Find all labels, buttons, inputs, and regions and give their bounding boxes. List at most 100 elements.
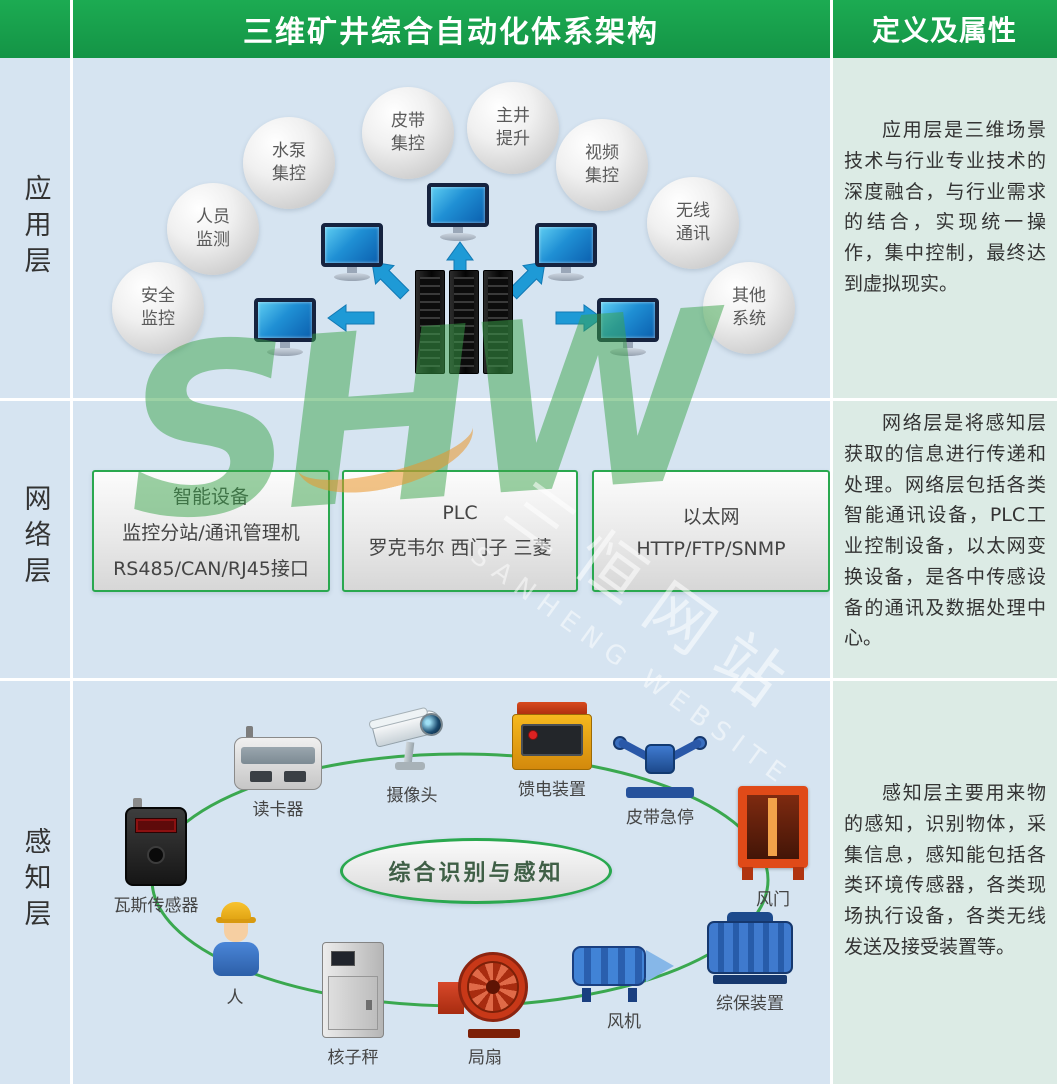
gas-sensor-grille [147, 846, 165, 864]
protection-top [727, 912, 773, 923]
bubble-label: 人员监测 [195, 207, 230, 250]
net-box-line: 智能设备 [172, 485, 249, 508]
card-reader-antenna [246, 726, 253, 739]
device-person: 人 [200, 902, 270, 1008]
separator-row1 [0, 398, 1057, 401]
net-box-line: RS485/CAN/RJ45接口 [113, 557, 309, 580]
device-card-reader: 读卡器 [228, 726, 328, 820]
camera-mount [403, 741, 415, 765]
bubble-label: 皮带集控 [390, 111, 425, 154]
device-label: 风门 [756, 890, 790, 910]
net-box-line: 罗克韦尔 西门子 三菱 [368, 537, 552, 559]
card-reader-slot [284, 771, 306, 782]
nuclear-scale-display [331, 951, 355, 966]
monitor-stand [623, 342, 633, 348]
separator-row2 [0, 678, 1057, 681]
description-network-layer: 网络层是将感知层获取的信息进行传递和处理。网络层包括各类智能通讯设备，PLC工业… [844, 412, 1046, 650]
bubble-main-shaft-hoist: 主井提升 [467, 82, 559, 174]
fan-body [572, 946, 646, 986]
fan-leg [582, 988, 591, 1002]
bubble-label: 其他系统 [731, 286, 766, 329]
power-feed-panel [521, 724, 583, 756]
description-application-layer: 应用层是三维场景技术与行业专业技术的深度融合，与行业需求的结合，实现统一操作，集… [844, 119, 1046, 295]
device-nuclear-scale: 核子秤 [314, 942, 392, 1068]
monitor-base [610, 348, 646, 356]
monitor-icon [321, 223, 383, 281]
bubble-label: 无线通讯 [675, 201, 710, 244]
arrow-left-icon [327, 304, 375, 332]
monitor-screen [535, 223, 597, 267]
device-fan: 风机 [566, 940, 682, 1032]
label-application-layer: 应用层 [19, 174, 51, 282]
arrow-right-icon [555, 304, 603, 332]
monitor-stand [347, 267, 357, 273]
person-body [213, 942, 259, 976]
protection-base [713, 975, 787, 984]
monitor-icon [254, 298, 316, 356]
definitions-panel [832, 58, 1057, 1084]
device-label: 馈电装置 [518, 780, 586, 800]
air-door-leg [742, 867, 753, 880]
arrow-up-left-icon [371, 261, 410, 300]
power-feed-button [528, 730, 538, 740]
monitor-stand [280, 342, 290, 348]
net-box-line: PLC [442, 502, 478, 524]
bubble-other-systems: 其他系统 [703, 262, 795, 354]
device-label: 局扇 [468, 1048, 502, 1068]
perception-center-label: 综合识别与感知 [388, 861, 564, 886]
camera-icon [365, 700, 459, 776]
description-perception-layer: 感知层主要用来物的感知，识别物体，采集信息，感知能包括各类环境传感器，各类现场执… [844, 782, 1046, 958]
label-perception-layer: 感知层 [19, 827, 51, 935]
perception-center-ellipse: 综合识别与感知 [340, 838, 612, 904]
local-fan-hub [486, 980, 500, 994]
device-belt-stop: 皮带急停 [608, 732, 712, 828]
device-gas-sensor: 瓦斯传感器 [100, 798, 212, 916]
network-box-ethernet: 以太网 HTTP/FTP/SNMP [592, 470, 830, 592]
monitor-screen [321, 223, 383, 267]
net-box-line: HTTP/FTP/SNMP [636, 538, 786, 560]
device-label: 核子秤 [327, 1048, 379, 1068]
bubble-label: 视频集控 [584, 143, 619, 186]
gas-sensor-display [135, 818, 177, 833]
network-box-plc: PLC 罗克韦尔 西门子 三菱 [342, 470, 578, 592]
separator-left-column [70, 0, 73, 1084]
bubble-label: 安全监控 [140, 286, 175, 329]
belt-stop-box [645, 744, 675, 774]
device-label: 风机 [607, 1012, 641, 1032]
gas-sensor-icon [125, 798, 187, 886]
device-power-feed: 馈电装置 [506, 702, 598, 800]
net-box-line: 监控分站/通讯管理机 [122, 521, 300, 544]
monitor-icon [597, 298, 659, 356]
card-reader-icon [234, 726, 322, 790]
monitor-base [440, 233, 476, 241]
device-camera: 摄像头 [362, 700, 462, 806]
bubble-personnel-monitoring: 人员监测 [167, 183, 259, 275]
monitor-stand [453, 227, 463, 233]
local-fan-stand [468, 1029, 520, 1038]
device-local-fan: 局扇 [436, 952, 534, 1068]
air-door-leg [793, 867, 804, 880]
label-network-layer: 网络层 [19, 484, 51, 592]
bubble-pump-control: 水泵集控 [243, 117, 335, 209]
monitor-base [267, 348, 303, 356]
device-label: 人 [226, 988, 244, 1008]
server-tower-icon [415, 270, 445, 374]
bubble-belt-control: 皮带集控 [362, 87, 454, 179]
monitor-icon [535, 223, 597, 281]
power-feed-icon [512, 702, 592, 770]
nuclear-scale-icon [322, 942, 384, 1038]
device-label: 瓦斯传感器 [113, 896, 199, 916]
nuclear-scale-knob [366, 1000, 372, 1010]
page-title: 三维矿井综合自动化体系架构 [243, 15, 659, 50]
monitor-screen [427, 183, 489, 227]
monitor-screen [597, 298, 659, 342]
protection-device-icon [707, 912, 793, 984]
network-box-smart-devices: 智能设备 监控分站/通讯管理机 RS485/CAN/RJ45接口 [92, 470, 330, 592]
person-hat-brim [216, 917, 256, 923]
bubble-video-control: 视频集控 [556, 119, 648, 211]
local-fan-icon [438, 952, 532, 1038]
server-tower-icon [483, 270, 513, 374]
separator-right-column [830, 0, 833, 1084]
device-protection: 综保装置 [702, 912, 798, 1014]
